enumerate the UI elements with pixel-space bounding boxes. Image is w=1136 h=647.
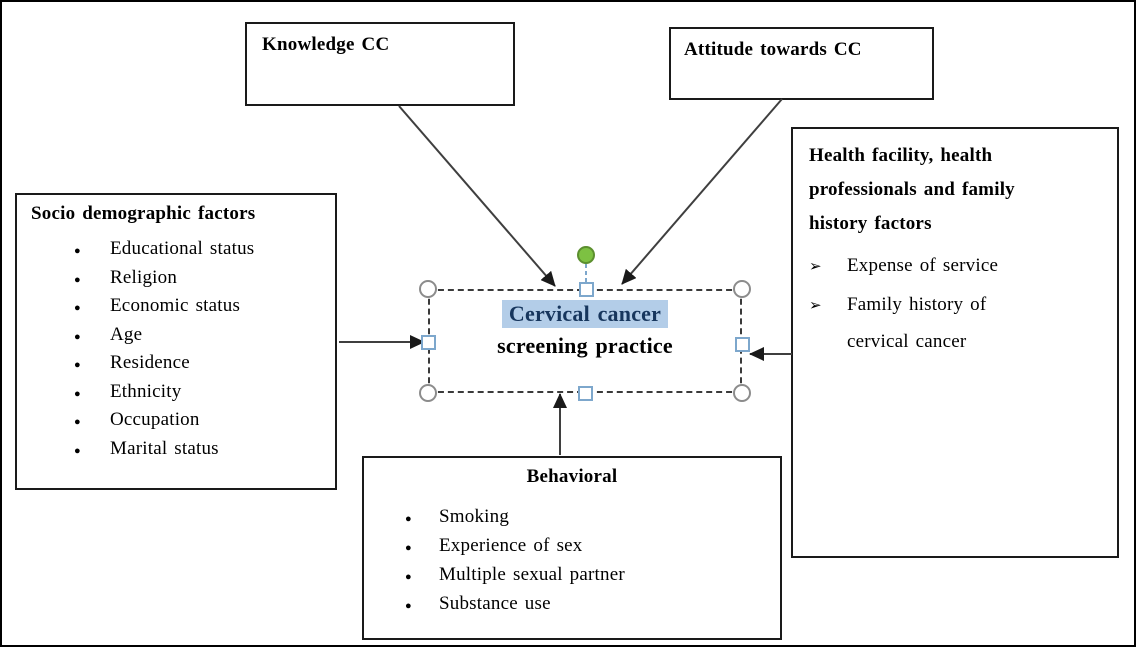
list-item-label: Residence bbox=[110, 352, 190, 373]
list-item: ● Substance use bbox=[364, 593, 780, 622]
list-item: ● Economic status bbox=[31, 295, 335, 324]
bullet-icon: ● bbox=[74, 302, 81, 314]
list-item-label: Substance use bbox=[439, 593, 551, 614]
attitude-cc-box[interactable]: Attitude towards CC bbox=[669, 27, 934, 100]
rotate-handle[interactable] bbox=[577, 246, 595, 264]
bullet-icon: ● bbox=[74, 416, 81, 428]
list-item: ● Residence bbox=[31, 352, 335, 381]
socio-demographic-box[interactable]: Socio demographic factors ● Educational s… bbox=[15, 193, 337, 490]
arrow-bullet-icon: ➢ bbox=[809, 298, 822, 314]
socio-demographic-list: ● Educational status ● Religion ● Economic … bbox=[31, 238, 335, 466]
bullet-icon: ● bbox=[405, 542, 412, 554]
bullet-icon: ● bbox=[405, 600, 412, 612]
list-item-label: Educational status bbox=[110, 238, 255, 259]
bullet-icon: ● bbox=[74, 387, 81, 400]
list-item: ● Multiple sexual partner bbox=[364, 564, 780, 593]
health-facility-box[interactable]: Health facility, health professionals an… bbox=[791, 127, 1119, 558]
center-box-line2: screening practice bbox=[497, 333, 673, 358]
highlighted-text: Cervical cancer bbox=[501, 300, 669, 328]
cervical-cancer-screening-practice-box[interactable]: Cervical cancer screening practice bbox=[428, 289, 742, 393]
list-item: ● Ethnicity bbox=[31, 381, 335, 410]
behavioral-box[interactable]: Behavioral ● Smoking ● Experience of sex ●… bbox=[362, 456, 782, 640]
list-item-label: Marital status bbox=[110, 437, 219, 459]
health-facility-list: ➢ Expense of service ➢ Family history of c… bbox=[809, 247, 1117, 360]
behavioral-list: ● Smoking ● Experience of sex ● Multiple se… bbox=[364, 506, 780, 622]
list-item-label: Ethnicity bbox=[110, 380, 182, 402]
list-item-label: Family history of cervical cancer bbox=[847, 294, 987, 352]
list-item: ● Marital status bbox=[31, 438, 335, 467]
bullet-icon: ● bbox=[74, 330, 81, 343]
arrow-bullet-icon: ➢ bbox=[809, 259, 822, 275]
list-item-label: Experience of sex bbox=[439, 535, 583, 556]
arrow-attitude-to-center bbox=[621, 98, 783, 285]
bullet-icon: ● bbox=[405, 571, 412, 583]
list-item: ● Religion bbox=[31, 267, 335, 296]
behavioral-title: Behavioral bbox=[526, 466, 618, 487]
bullet-icon: ● bbox=[74, 444, 81, 457]
knowledge-cc-title: Knowledge CC bbox=[262, 34, 390, 55]
knowledge-cc-box[interactable]: Knowledge CC bbox=[245, 22, 515, 106]
title-line: Health facility, health bbox=[809, 145, 993, 166]
arrow-knowledge-to-center bbox=[398, 105, 556, 287]
bullet-icon: ● bbox=[74, 359, 81, 371]
list-item-label: Age bbox=[110, 323, 143, 345]
list-item-label: Expense of service bbox=[847, 255, 999, 276]
bullet-icon: ● bbox=[74, 245, 81, 257]
list-item: ● Educational status bbox=[31, 238, 335, 267]
bullet-icon: ● bbox=[74, 273, 81, 286]
center-box-line1: Cervical cancer bbox=[430, 298, 740, 330]
list-item-label: Smoking bbox=[439, 506, 510, 527]
socio-demographic-title: Socio demographic factors bbox=[31, 203, 256, 224]
attitude-cc-title: Attitude towards CC bbox=[684, 39, 862, 60]
health-facility-title: Health facility, health professionals an… bbox=[809, 139, 1069, 241]
list-item-label: Economic status bbox=[110, 295, 241, 316]
list-item-label: Multiple sexual partner bbox=[439, 564, 625, 585]
list-item: ● Age bbox=[31, 324, 335, 353]
list-item-label: Occupation bbox=[110, 409, 200, 430]
bullet-icon: ● bbox=[405, 513, 412, 525]
list-item: ➢ Expense of service bbox=[809, 247, 1117, 286]
title-line: professionals and family bbox=[809, 179, 1015, 200]
title-line: history factors bbox=[809, 213, 932, 234]
list-item: ● Experience of sex bbox=[364, 535, 780, 564]
list-item-label: Religion bbox=[110, 266, 178, 288]
list-item: ● Occupation bbox=[31, 409, 335, 438]
list-item: ➢ Family history of cervical cancer bbox=[809, 286, 1117, 360]
list-item: ● Smoking bbox=[364, 506, 780, 535]
